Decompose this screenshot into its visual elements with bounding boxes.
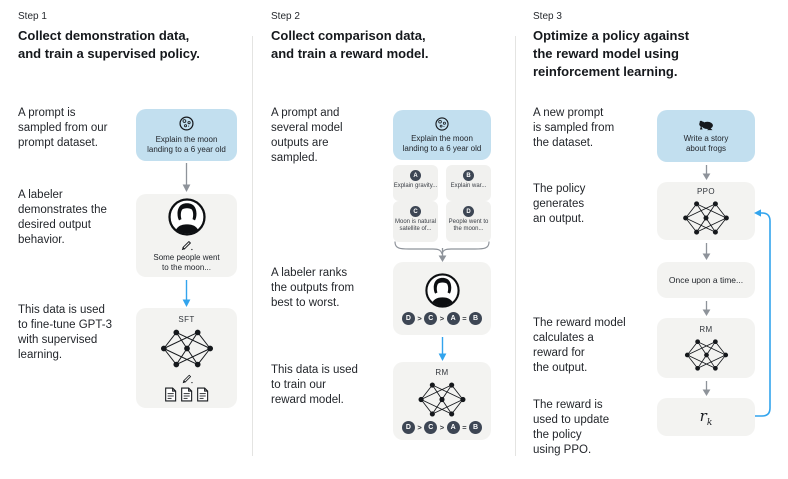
- output-label-d: People went to the moon...: [448, 219, 489, 232]
- output-label-b: Explain war...: [450, 183, 487, 189]
- step3-text-update: The reward is used to update the policy …: [533, 399, 610, 456]
- neural-network-icon: [684, 338, 728, 371]
- rank-badge: D: [401, 421, 415, 434]
- arrow-down-icon: [702, 243, 711, 260]
- rank-badge: A: [446, 311, 460, 325]
- column-divider-2: [515, 36, 516, 456]
- arrow-down-icon: [702, 165, 711, 180]
- blue-arrow-down-icon: [182, 280, 191, 307]
- step1-text-train: This data is used to fine-tune GPT-3 wit…: [18, 304, 112, 361]
- step3-output-box: Once upon a time...: [657, 262, 755, 298]
- output-badge-d: D: [463, 206, 474, 217]
- output-badge-a: A: [410, 170, 421, 181]
- rank-separator: =: [462, 423, 467, 432]
- neural-network-icon: [683, 200, 729, 235]
- step3-prompt-text: Write a story about frogs: [683, 133, 729, 154]
- arrow-down-icon: [438, 248, 447, 262]
- rank-badge: C: [424, 311, 438, 325]
- step1-text-prompt: A prompt is sampled from our prompt data…: [18, 107, 108, 149]
- ranking-row: D > C > A = B: [401, 421, 483, 434]
- output-label-c: Moon is natural satellite of...: [394, 219, 437, 232]
- step1-labeler-output-text: Some people went to the moon...: [153, 252, 220, 273]
- rank-badge: A: [446, 421, 460, 434]
- step3-title: Optimize a policy against the reward mod…: [533, 28, 690, 79]
- moon-icon: [179, 115, 194, 131]
- step3-ppo-box: PPO: [657, 182, 755, 240]
- step3-prompt-box: Write a story about frogs: [657, 110, 755, 162]
- step2-rm-box: RM D > C > A = B: [393, 362, 491, 440]
- step2-prompt-text: Explain the moon landing to a 6 year old: [402, 133, 482, 154]
- rank-separator: >: [439, 313, 445, 323]
- rank-badge: B: [469, 421, 483, 434]
- pencil-icon: [182, 374, 193, 383]
- step2-text-train: This data is used to train our reward mo…: [271, 364, 358, 406]
- rm-label: RM: [699, 324, 713, 334]
- labeler-avatar-icon: [424, 272, 460, 308]
- output-box-c: C Moon is natural satellite of...: [393, 201, 438, 242]
- output-box-b: B Explain war...: [446, 165, 491, 201]
- step1-labeler-box: Some people went to the moon...: [136, 194, 237, 277]
- rank-badge: B: [469, 311, 483, 325]
- ppo-label: PPO: [696, 186, 716, 196]
- arrow-down-icon: [182, 163, 191, 192]
- rank-separator: >: [439, 423, 445, 432]
- step3-output-text: Once upon a time...: [668, 275, 744, 285]
- output-badge-b: B: [463, 170, 474, 181]
- step2-title: Collect comparison data, and train a rew…: [271, 28, 429, 61]
- step1-prompt-box: Explain the moon landing to a 6 year old: [136, 109, 237, 161]
- rm-label: RM: [435, 368, 449, 377]
- step1-text-labeler: A labeler demonstrates the desired outpu…: [18, 189, 107, 246]
- step1-title: Collect demonstration data, and train a …: [18, 28, 200, 61]
- labeler-avatar-icon: [167, 197, 206, 236]
- rank-separator: >: [417, 313, 422, 323]
- frog-icon: [699, 120, 713, 130]
- output-box-a: A Explain gravity...: [393, 165, 438, 201]
- feedback-loop-arrow: [754, 209, 771, 417]
- step2-prompt-box: Explain the moon landing to a 6 year old: [393, 110, 491, 160]
- rank-separator: =: [462, 313, 467, 323]
- blue-arrow-down-icon: [438, 337, 447, 361]
- pencil-icon: [181, 240, 193, 250]
- step1-label: Step 1: [18, 11, 47, 22]
- step3-rm-box: RM: [657, 318, 755, 378]
- ranking-row: D > C > A = B: [401, 311, 483, 325]
- step1-sft-box: SFT: [136, 308, 237, 408]
- sft-label: SFT: [178, 314, 195, 324]
- documents-icon: [164, 387, 209, 402]
- rank-badge: C: [424, 421, 438, 434]
- arrow-down-icon: [702, 381, 711, 396]
- step2-labeler-box: D > C > A = B: [393, 262, 491, 335]
- output-label-a: Explain gravity...: [393, 183, 438, 189]
- step3-label: Step 3: [533, 11, 562, 22]
- moon-icon: [435, 116, 449, 131]
- rank-badge: D: [401, 311, 415, 325]
- step2-text-labeler: A labeler ranks the outputs from best to…: [271, 267, 355, 309]
- step3-text-prompt: A new prompt is sampled from the dataset…: [533, 107, 615, 149]
- column-divider-1: [252, 36, 253, 456]
- output-box-d: D People went to the moon...: [446, 201, 491, 242]
- step3-text-reward: The reward model calculates a reward for…: [533, 317, 626, 374]
- rank-separator: >: [417, 423, 422, 432]
- step2-text-prompt: A prompt and several model outputs are s…: [271, 107, 343, 164]
- arrow-down-icon: [702, 301, 711, 316]
- step2-label: Step 2: [271, 11, 300, 22]
- step3-text-policy: The policy generates an output.: [533, 183, 586, 225]
- step3-reward-box: rk: [657, 398, 755, 436]
- output-badge-c: C: [410, 206, 421, 217]
- neural-network-icon: [418, 382, 466, 417]
- neural-network-icon: [160, 329, 213, 367]
- reward-value: rk: [699, 406, 713, 428]
- step1-prompt-text: Explain the moon landing to a 6 year old: [147, 134, 226, 155]
